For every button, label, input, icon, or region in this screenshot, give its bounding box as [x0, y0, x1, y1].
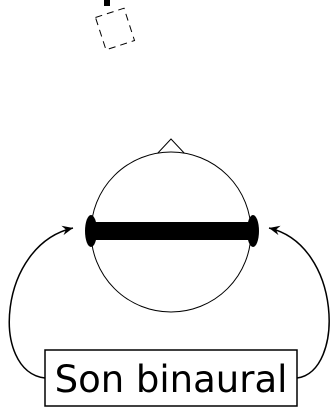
- headphone-band: [88, 222, 254, 240]
- cropped-fragment-mark: [104, 0, 110, 6]
- right-ear-cup: [247, 215, 259, 247]
- left-ear-cup: [85, 215, 97, 247]
- label-box: Son binaural: [45, 350, 297, 406]
- diagram-label: Son binaural: [55, 358, 288, 401]
- dashed-square-icon: [95, 8, 134, 50]
